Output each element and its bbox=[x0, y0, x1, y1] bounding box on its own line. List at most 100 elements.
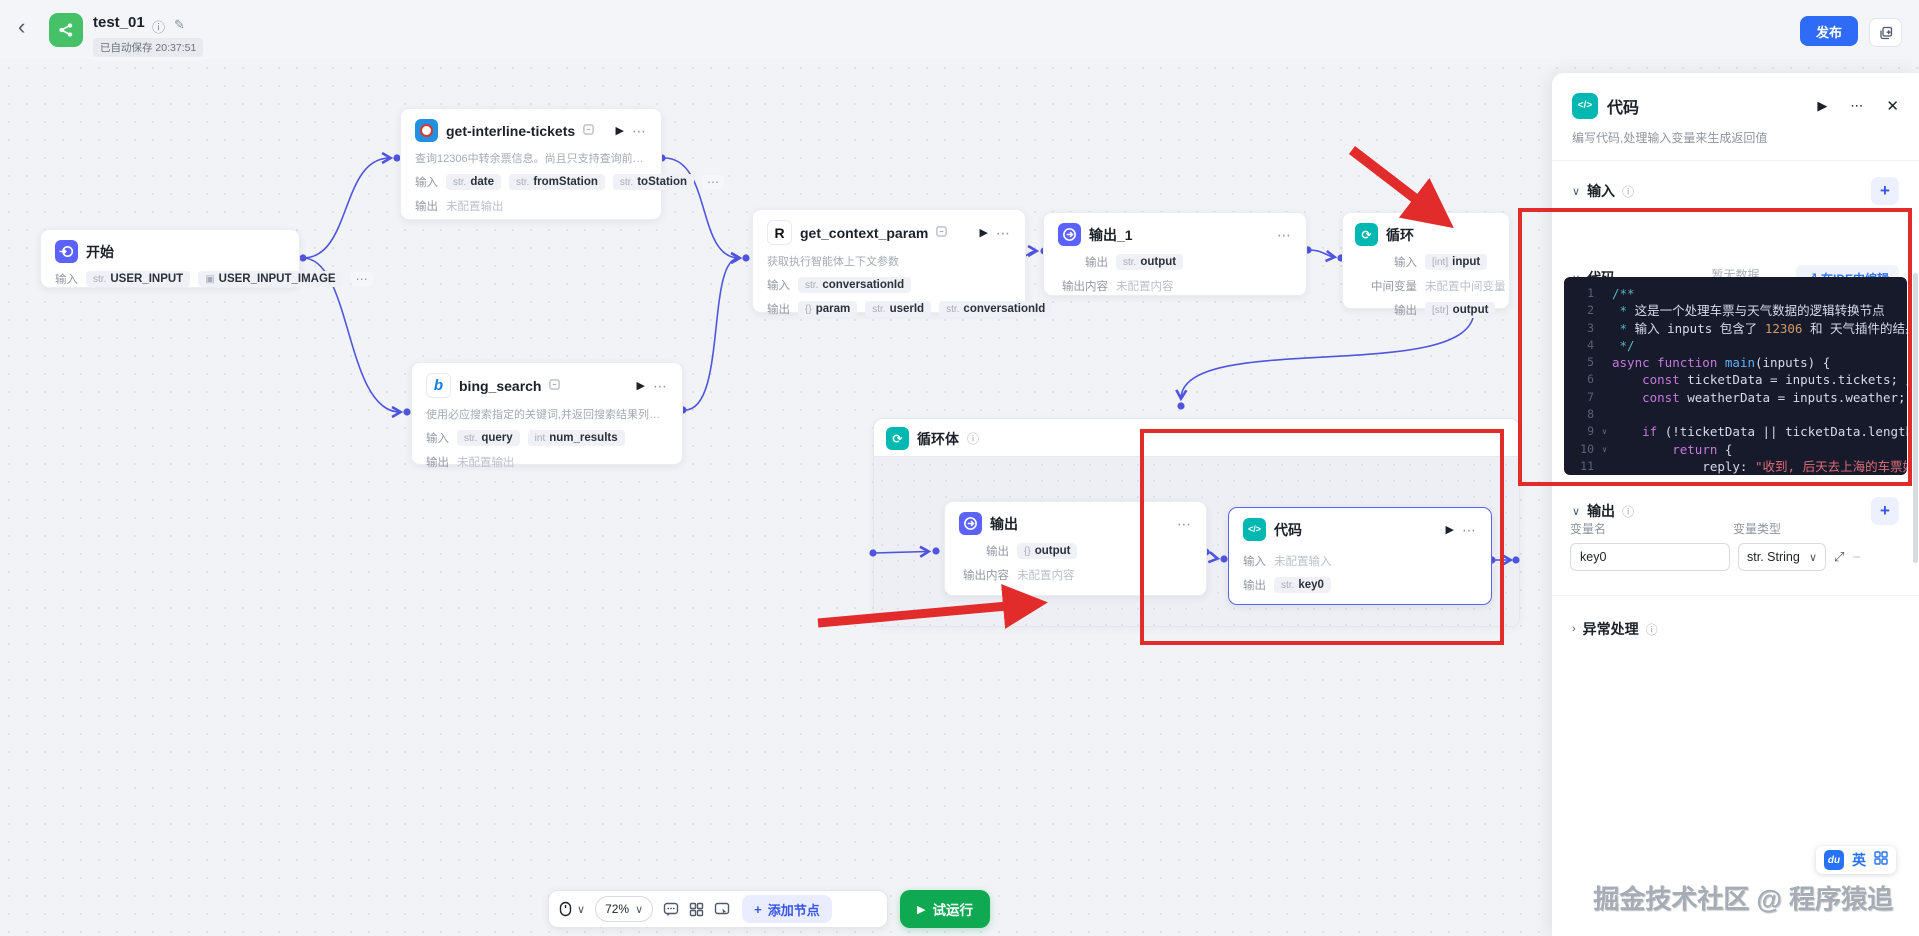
run-node-button[interactable]: ▶ bbox=[636, 380, 645, 392]
info-icon[interactable]: ⓘ bbox=[1622, 184, 1635, 199]
translate-grid-icon[interactable] bbox=[1874, 850, 1888, 870]
param-pill[interactable]: [int]input bbox=[1425, 254, 1488, 270]
zoom-select[interactable]: 72% ∨ bbox=[595, 896, 654, 922]
run-node-button[interactable]: ▶ bbox=[615, 125, 624, 137]
node-menu-button[interactable]: ⋯ bbox=[1277, 226, 1292, 243]
workflow-title: test_01 bbox=[93, 14, 145, 31]
plugin-12306-icon bbox=[415, 119, 438, 142]
auto-layout-icon[interactable] bbox=[689, 902, 704, 917]
duplicate-icon[interactable] bbox=[1869, 18, 1902, 47]
node-menu-button[interactable]: ⋯ bbox=[632, 122, 647, 139]
loop-icon: ⟳ bbox=[886, 427, 909, 450]
node-output-1[interactable]: 输出_1 ⋯ 输出 str.output 输出内容 未配置内容 bbox=[1043, 212, 1307, 296]
node-start[interactable]: 开始 输入 str.USER_INPUT ▣USER_INPUT_IMAGE ⋯ bbox=[40, 229, 373, 288]
more-params-button[interactable]: ⋯ bbox=[702, 175, 725, 189]
param-pill[interactable]: ▣USER_INPUT_IMAGE bbox=[198, 271, 343, 287]
node-menu-button[interactable]: ⋯ bbox=[996, 224, 1011, 241]
param-pill[interactable]: [str]output bbox=[1425, 302, 1496, 318]
run-node-button[interactable]: ▶ bbox=[979, 227, 988, 239]
run-node-button[interactable]: ▶ bbox=[1445, 524, 1454, 536]
minimap-icon[interactable] bbox=[714, 902, 730, 916]
panel-subtitle: 编写代码,处理输入变量来生成返回值 bbox=[1552, 119, 1919, 161]
node-get-interline-tickets[interactable]: get-interline-tickets ▶ ⋯ 查询12306中转余票信息。… bbox=[400, 108, 725, 220]
chevron-down-icon[interactable]: ∨ bbox=[1572, 185, 1581, 198]
image-type-icon: ▣ bbox=[205, 274, 215, 285]
canvas-toolbar: ∨ 72% ∨ + 添加节点 bbox=[548, 890, 888, 928]
chevron-down-icon: ∨ bbox=[1808, 551, 1817, 564]
test-run-button[interactable]: ▶ 试运行 bbox=[900, 890, 990, 928]
add-node-button[interactable]: + 添加节点 bbox=[742, 895, 832, 923]
chevron-down-icon: ∨ bbox=[635, 903, 644, 916]
code-node-panel: </> 代码 ▶ ⋯ ✕ 编写代码,处理输入变量来生成返回值 ∨ 输入 ⓘ + … bbox=[1552, 73, 1919, 936]
param-pill[interactable]: {}param bbox=[798, 301, 858, 317]
param-pill[interactable]: str.date bbox=[446, 174, 501, 190]
param-pill[interactable]: str.fromStation bbox=[509, 174, 605, 190]
param-pill[interactable]: str.toStation bbox=[612, 174, 695, 190]
param-pill[interactable]: {}output bbox=[1017, 543, 1078, 559]
var-type-select[interactable]: str. String ∨ bbox=[1738, 543, 1826, 571]
output-icon bbox=[959, 512, 982, 535]
unset-value: 未配置输出 bbox=[446, 201, 504, 213]
info-icon[interactable]: ⓘ bbox=[152, 20, 166, 35]
plus-icon: + bbox=[754, 901, 762, 917]
node-title: get_context_param bbox=[800, 224, 929, 241]
unset-value: 未配置输出 bbox=[457, 457, 515, 469]
panel-menu-button[interactable]: ⋯ bbox=[1850, 98, 1864, 113]
chevron-down-icon[interactable]: ∨ bbox=[577, 903, 586, 916]
publish-button[interactable]: 发布 bbox=[1800, 16, 1858, 46]
param-pill[interactable]: str.userId bbox=[865, 301, 932, 317]
node-menu-button[interactable]: ⋯ bbox=[1462, 521, 1477, 538]
add-input-button[interactable]: + bbox=[1871, 177, 1899, 205]
expand-icon[interactable]: ⤢ bbox=[1834, 549, 1845, 564]
node-loop[interactable]: ⟳ 循环 输入 [int]input 中间变量 未配置中间变量 输出 [str]… bbox=[1342, 212, 1510, 318]
param-pill[interactable]: str.key0 bbox=[1274, 577, 1331, 593]
baidu-translate-icon[interactable]: du bbox=[1824, 850, 1844, 870]
info-icon[interactable]: ⓘ bbox=[967, 432, 980, 446]
start-icon bbox=[55, 240, 78, 263]
node-title: 输出 bbox=[990, 515, 1018, 532]
close-icon[interactable]: ✕ bbox=[1886, 98, 1899, 115]
api-badge-icon bbox=[936, 224, 948, 242]
param-pill[interactable]: str.output bbox=[1116, 254, 1184, 270]
run-node-button[interactable]: ▶ bbox=[1817, 98, 1828, 113]
chevron-down-icon[interactable]: ∨ bbox=[1572, 505, 1581, 518]
node-loop-code[interactable]: </> 代码 ▶ ⋯ 输入 未配置输入 输出 str.key0 bbox=[1228, 507, 1492, 605]
play-icon: ▶ bbox=[917, 903, 926, 916]
info-icon[interactable]: ⓘ bbox=[1622, 504, 1635, 519]
unset-value: 未配置中间变量 bbox=[1425, 281, 1506, 293]
node-description: 获取执行智能体上下文参数 bbox=[767, 256, 899, 268]
param-pill[interactable]: str.query bbox=[457, 430, 520, 446]
code-icon: </> bbox=[1572, 93, 1598, 119]
node-menu-button[interactable]: ⋯ bbox=[653, 377, 668, 394]
node-title: bing_search bbox=[459, 377, 542, 394]
unset-value: 未配置内容 bbox=[1116, 281, 1174, 293]
param-pill[interactable]: str.conversationId bbox=[798, 277, 912, 293]
mouse-mode-icon[interactable] bbox=[559, 901, 572, 917]
translate-widget[interactable]: du 英 bbox=[1816, 846, 1896, 874]
param-pill[interactable]: str.conversationId bbox=[939, 301, 1053, 317]
output-section-title: 输出 bbox=[1587, 503, 1616, 519]
node-description: 查询12306中转余票信息。尚且只支持查询前十条。 bbox=[415, 153, 647, 165]
api-badge-icon bbox=[583, 122, 594, 140]
info-icon[interactable]: ⓘ bbox=[1645, 622, 1658, 637]
panel-scrollbar[interactable] bbox=[1913, 273, 1918, 563]
add-output-button[interactable]: + bbox=[1871, 497, 1899, 525]
row-label: 输入 bbox=[55, 274, 78, 286]
node-loop-output[interactable]: 输出 ⋯ 输出 {}output 输出内容 未配置内容 bbox=[944, 501, 1207, 596]
node-bing-search[interactable]: b bing_search ▶ ⋯ 使用必应搜索指定的关键词,并返回搜索结果列表… bbox=[411, 362, 683, 469]
node-get-context-param[interactable]: R get_context_param ▶ ⋯ 获取执行智能体上下文参数 输入 … bbox=[752, 209, 1053, 317]
watermark-text: 掘金技术社区 @ 程序猿追 bbox=[1593, 884, 1893, 914]
remove-icon[interactable]: − bbox=[1852, 548, 1862, 566]
comment-icon[interactable] bbox=[663, 902, 679, 917]
back-button[interactable]: ‹ bbox=[18, 14, 26, 39]
param-pill[interactable]: str.USER_INPUT bbox=[86, 271, 191, 287]
edit-title-icon[interactable]: ✎ bbox=[174, 17, 185, 32]
translate-language-label[interactable]: 英 bbox=[1852, 852, 1866, 868]
more-params-button[interactable]: ⋯ bbox=[350, 272, 373, 286]
chevron-right-icon[interactable]: › bbox=[1572, 623, 1576, 635]
node-menu-button[interactable]: ⋯ bbox=[1177, 515, 1192, 532]
var-name-input[interactable] bbox=[1570, 543, 1730, 571]
node-title: get-interline-tickets bbox=[446, 122, 576, 139]
